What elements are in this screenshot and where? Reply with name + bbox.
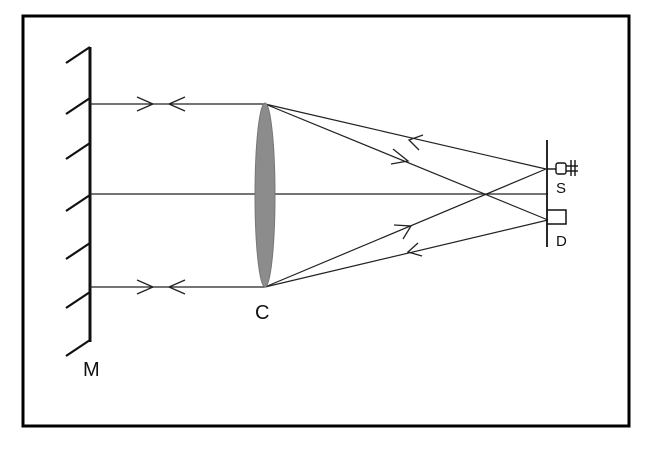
detector-box-icon — [547, 209, 567, 225]
arrows-lower-parallel — [136, 279, 186, 295]
lens-label: C — [255, 302, 269, 324]
arrow-ray-source-to-bottom — [393, 224, 413, 240]
convex-lens — [254, 102, 276, 288]
ray-lens-top-to-detector — [264, 103, 549, 221]
arrow-ray-top-to-detector — [390, 148, 410, 165]
ray-lens-bottom-to-detector — [264, 219, 549, 288]
diagram-frame — [21, 14, 631, 428]
plane-mirror — [65, 46, 92, 357]
arrows-upper-parallel — [136, 96, 186, 112]
mirror-label: M — [83, 359, 100, 381]
arrow-ray-bottom-to-detector — [406, 242, 423, 257]
ray-lens-top-to-source — [264, 103, 547, 170]
arrow-ray-top-to-source — [407, 134, 424, 151]
detector-label: D — [556, 233, 567, 250]
ray-source-to-lens-bottom — [264, 168, 547, 288]
lamp-icon — [547, 160, 578, 176]
mirror-hatching — [65, 46, 91, 357]
source-label: S — [556, 180, 566, 197]
